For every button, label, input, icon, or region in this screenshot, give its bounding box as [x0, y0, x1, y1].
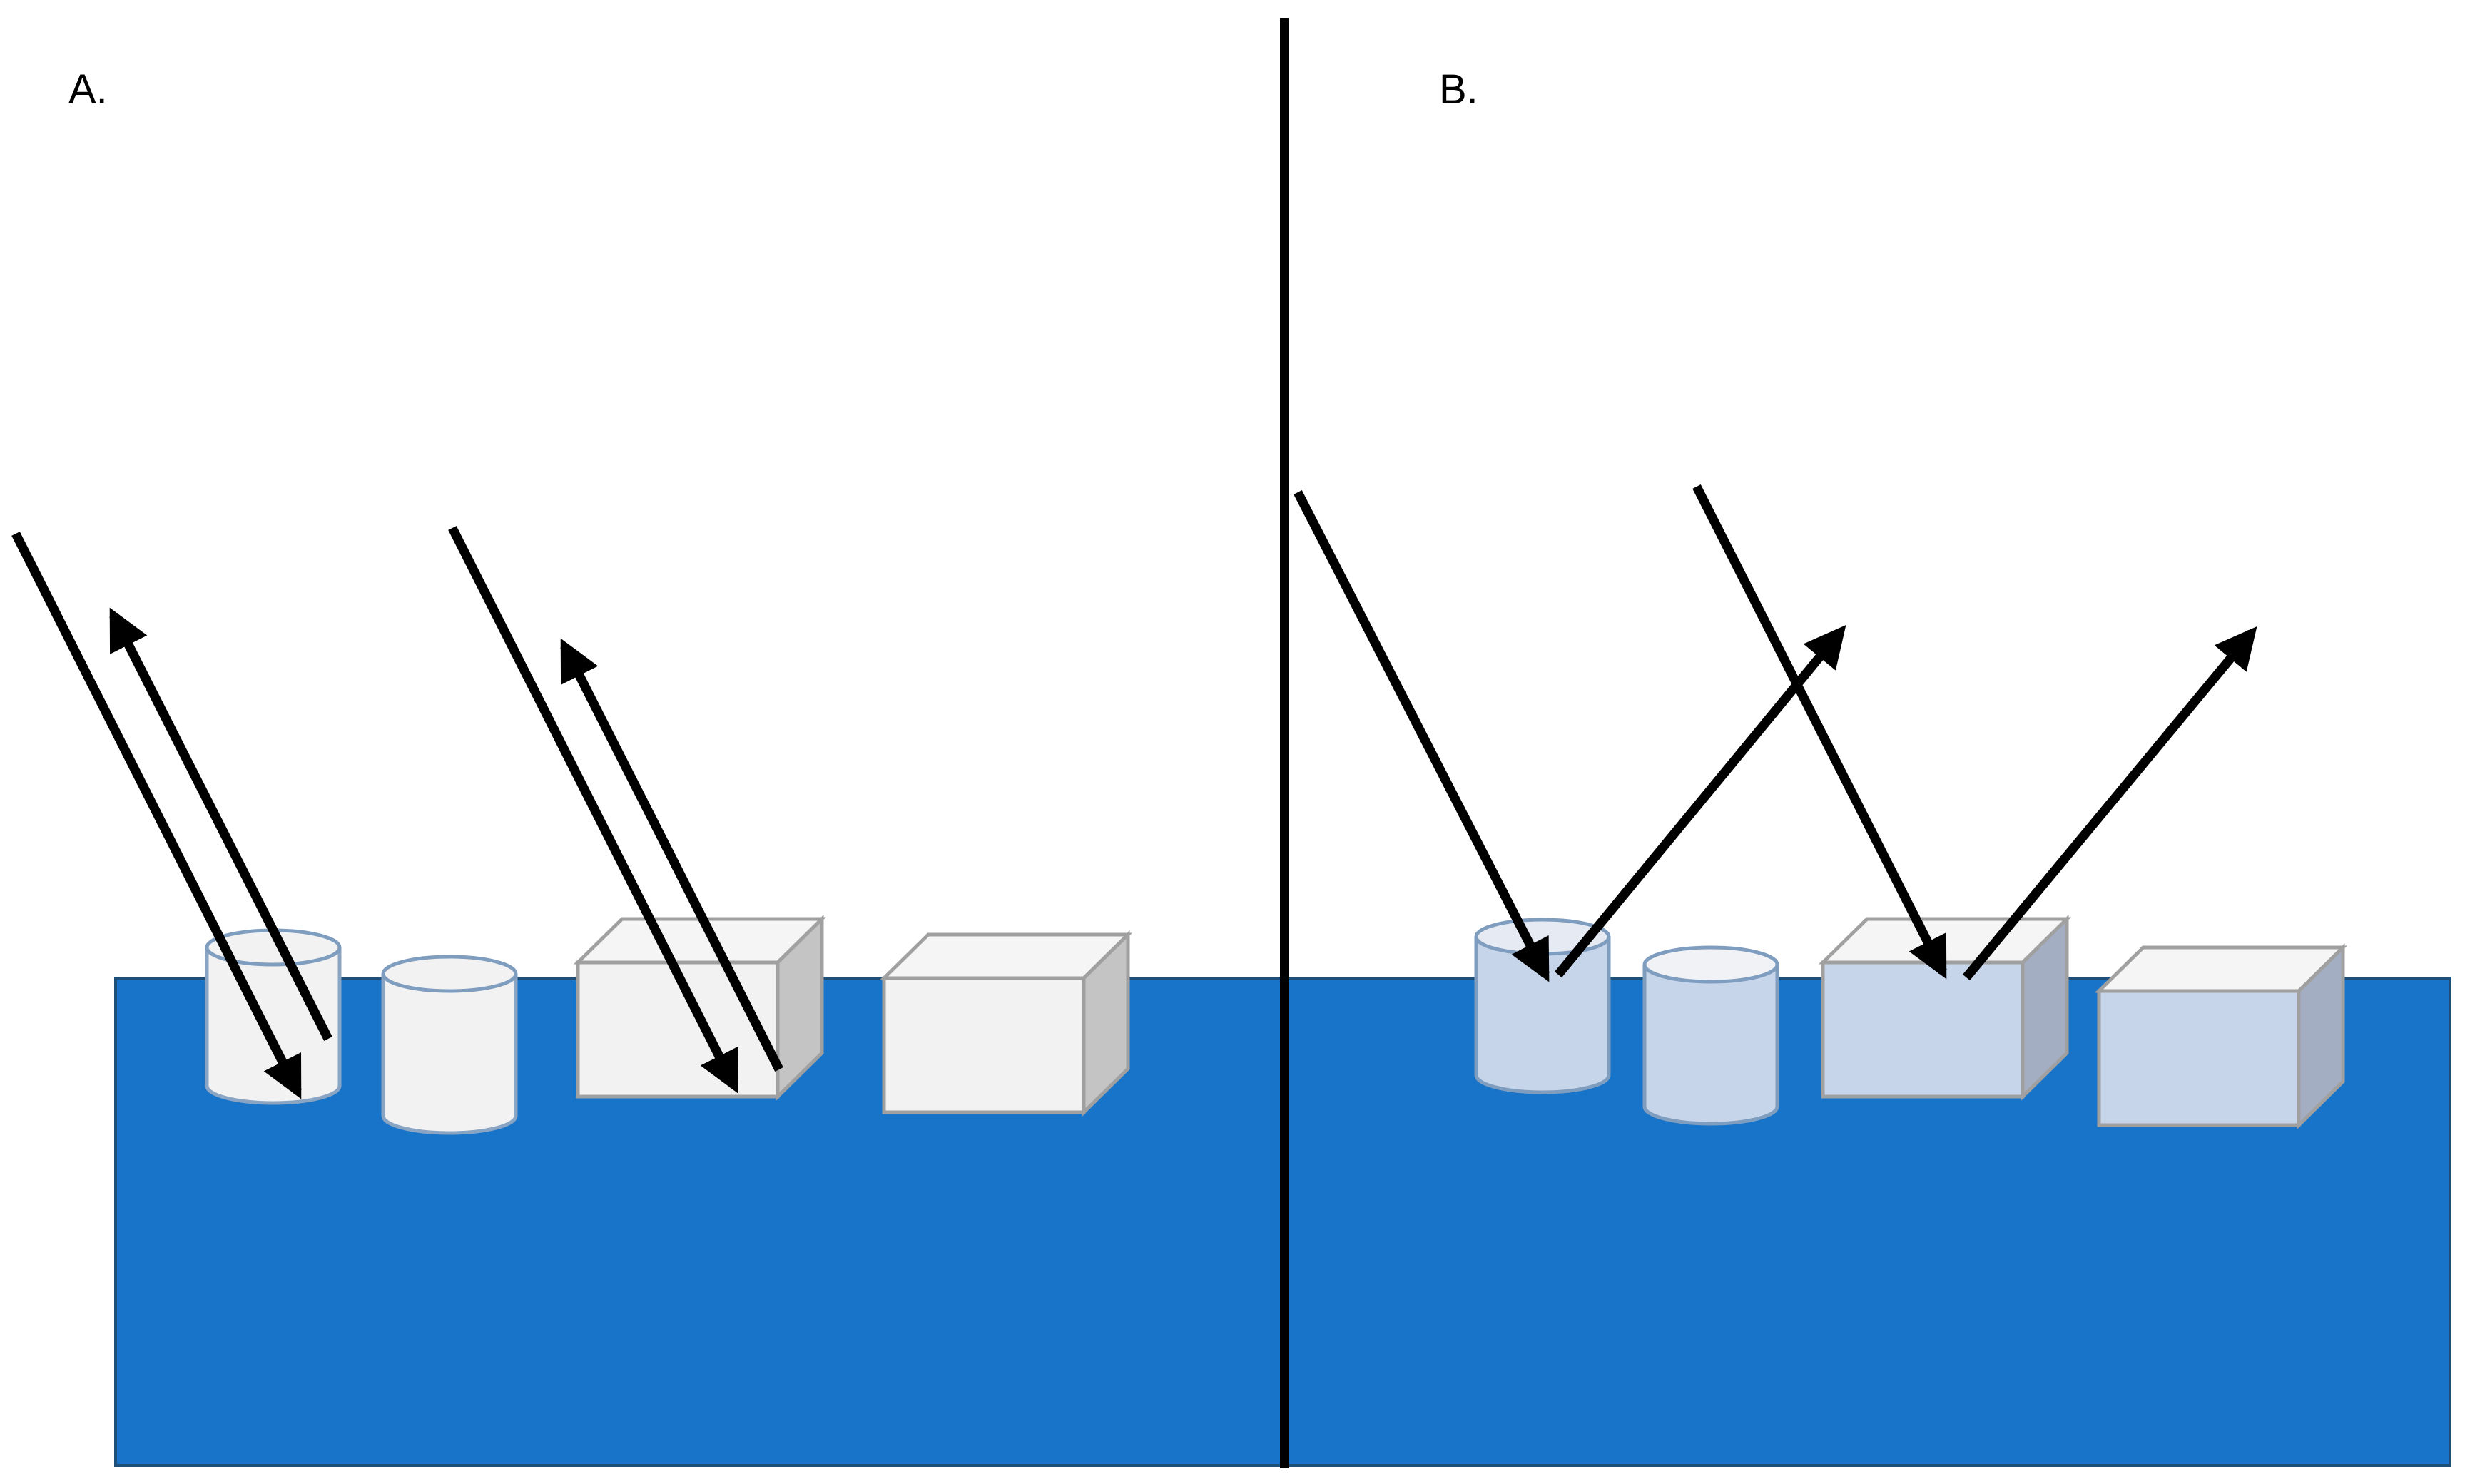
arrow-b2-incident — [1692, 484, 1947, 980]
arrow-a2-reflected — [560, 638, 783, 1072]
box-a2 — [879, 930, 1133, 1117]
cylinder-b1 — [1474, 918, 1611, 1094]
panel-a-label: A. — [68, 66, 108, 113]
panel-b-label: B. — [1439, 66, 1478, 113]
arrow-b1-reflected — [1554, 624, 1846, 978]
cylinder-a2 — [381, 955, 518, 1135]
panel-a-arrows — [11, 526, 783, 1099]
arrow-b2-reflected — [1962, 626, 2257, 981]
arrow-a1-reflected — [109, 607, 332, 1041]
panel-b-arrows — [1294, 484, 2257, 982]
arrow-b1-incident — [1294, 490, 1550, 982]
arrow-a2-incident — [448, 526, 738, 1094]
cylinder-b2 — [1642, 945, 1779, 1126]
box-b2 — [2094, 943, 2348, 1129]
arrow-a1-incident — [11, 532, 302, 1099]
box-a1 — [573, 915, 827, 1101]
box-b1 — [1818, 915, 2072, 1101]
